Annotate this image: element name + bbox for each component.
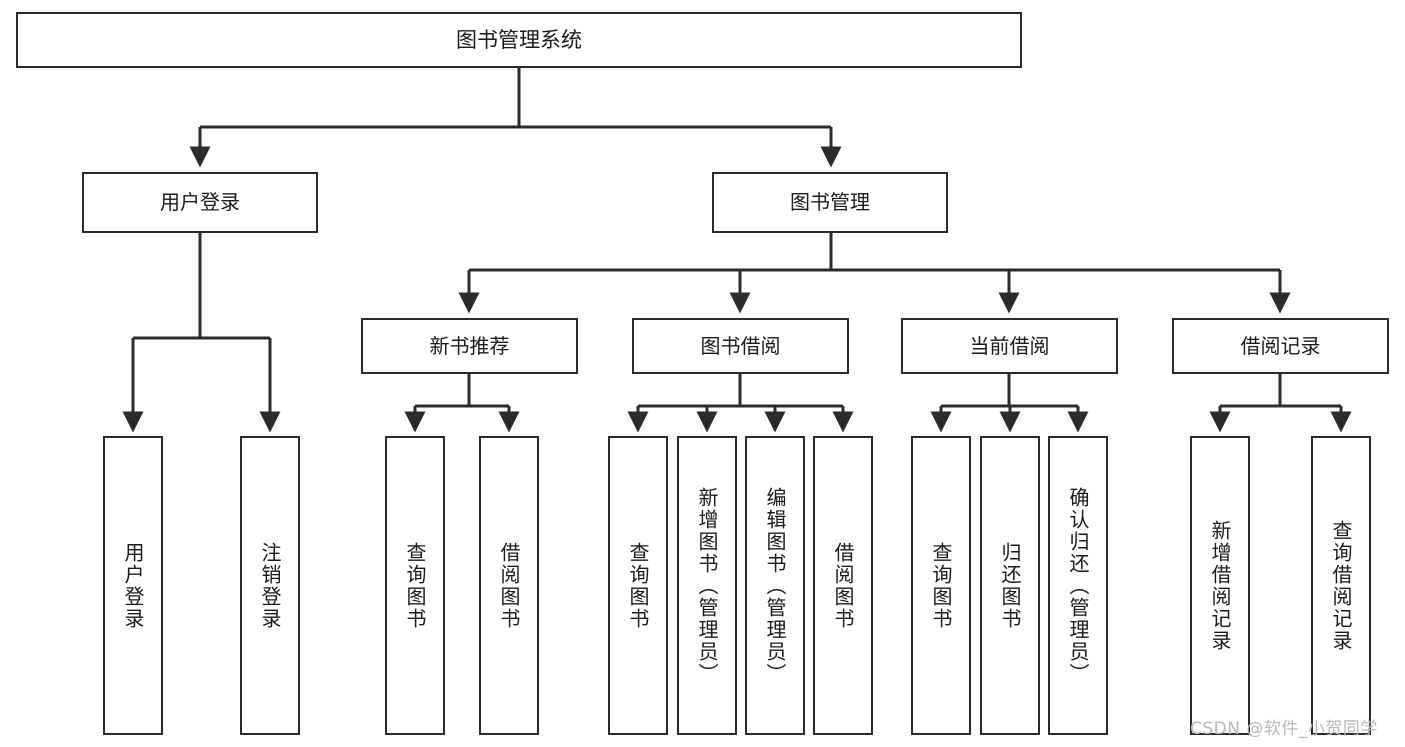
node-leaf-add-book[interactable]: 新增图书（管理员） bbox=[677, 436, 737, 735]
node-leaf-user-logout-label: 注销登录 bbox=[258, 541, 282, 630]
node-leaf-query-book-1-label: 查询图书 bbox=[403, 541, 427, 630]
csdn-watermark: CSDN @软件_小贺同学 bbox=[1190, 719, 1378, 739]
node-borrow-record[interactable]: 借阅记录 bbox=[1172, 318, 1389, 374]
node-leaf-query-book-2-label: 查询图书 bbox=[626, 541, 650, 630]
node-leaf-edit-book-label: 编辑图书（管理员） bbox=[763, 486, 787, 685]
node-leaf-borrow-book-1[interactable]: 借阅图书 bbox=[479, 436, 539, 735]
node-leaf-borrow-book-2-label: 借阅图书 bbox=[831, 541, 855, 630]
node-leaf-return-book[interactable]: 归还图书 bbox=[980, 436, 1040, 735]
node-book-borrow[interactable]: 图书借阅 bbox=[632, 318, 849, 374]
node-leaf-query-book-3-label: 查询图书 bbox=[929, 541, 953, 630]
node-leaf-borrow-book-2[interactable]: 借阅图书 bbox=[813, 436, 873, 735]
node-borrow-record-label: 借阅记录 bbox=[1240, 333, 1321, 358]
node-leaf-return-book-label: 归还图书 bbox=[998, 541, 1022, 630]
node-book-admin-label: 图书管理 bbox=[790, 190, 870, 214]
node-leaf-user-login-label: 用户登录 bbox=[121, 541, 145, 630]
node-leaf-add-book-label: 新增图书（管理员） bbox=[695, 486, 719, 685]
node-leaf-user-login[interactable]: 用户登录 bbox=[103, 436, 163, 735]
node-leaf-confirm-return-label: 确认归还（管理员） bbox=[1066, 486, 1090, 685]
node-new-book-rec-label: 新书推荐 bbox=[429, 333, 510, 358]
node-leaf-add-record-label: 新增借阅记录 bbox=[1208, 519, 1232, 652]
node-leaf-query-book-1[interactable]: 查询图书 bbox=[385, 436, 445, 735]
node-user-login[interactable]: 用户登录 bbox=[82, 172, 318, 233]
node-book-borrow-label: 图书借阅 bbox=[700, 333, 781, 358]
node-leaf-confirm-return[interactable]: 确认归还（管理员） bbox=[1048, 436, 1108, 735]
node-leaf-edit-book[interactable]: 编辑图书（管理员） bbox=[745, 436, 805, 735]
node-current-borrow-label: 当前借阅 bbox=[969, 333, 1050, 358]
node-leaf-query-record-label: 查询借阅记录 bbox=[1329, 519, 1353, 652]
node-leaf-query-book-2[interactable]: 查询图书 bbox=[608, 436, 668, 735]
node-leaf-add-record[interactable]: 新增借阅记录 bbox=[1190, 436, 1250, 735]
node-leaf-query-record[interactable]: 查询借阅记录 bbox=[1311, 436, 1371, 735]
node-book-admin[interactable]: 图书管理 bbox=[712, 172, 948, 233]
node-new-book-rec[interactable]: 新书推荐 bbox=[361, 318, 578, 374]
node-leaf-query-book-3[interactable]: 查询图书 bbox=[911, 436, 971, 735]
node-leaf-user-logout[interactable]: 注销登录 bbox=[240, 436, 300, 735]
node-current-borrow[interactable]: 当前借阅 bbox=[901, 318, 1118, 374]
node-leaf-borrow-book-1-label: 借阅图书 bbox=[497, 541, 521, 630]
node-root-label: 图书管理系统 bbox=[456, 27, 582, 52]
node-root[interactable]: 图书管理系统 bbox=[16, 12, 1022, 68]
node-user-login-label: 用户登录 bbox=[160, 190, 240, 214]
